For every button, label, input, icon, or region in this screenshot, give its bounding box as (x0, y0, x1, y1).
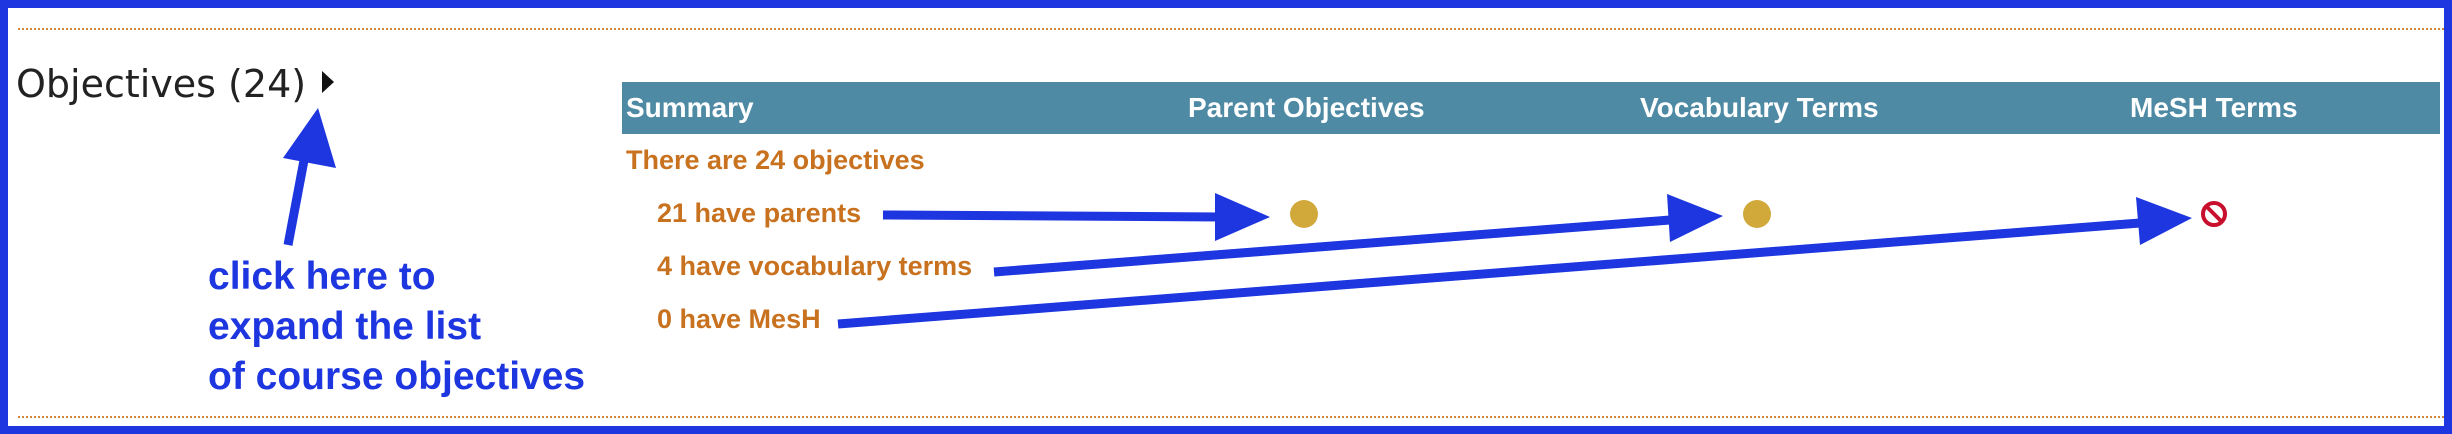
bottom-divider (18, 416, 2444, 418)
annotation-line-2: expand the list (208, 305, 482, 348)
annotation-callout: click here to expand the list of course … (208, 252, 585, 402)
vocab-status-dot-icon (1743, 200, 1771, 228)
prohibited-icon (2198, 198, 2230, 235)
arrow-head-parents (1215, 193, 1270, 241)
caret-right-icon[interactable] (320, 69, 336, 100)
summary-parents: 21 have parents (657, 198, 862, 228)
header-vocabulary-terms: Vocabulary Terms (1640, 92, 1879, 123)
summary-total: There are 24 objectives (626, 145, 925, 175)
arrow-head-vocabulary (1667, 194, 1723, 242)
objectives-expand-toggle[interactable]: Objectives (24) (16, 54, 336, 114)
annotation-line-1: click here to (208, 255, 436, 298)
summary-vocabulary: 4 have vocabulary terms (657, 251, 973, 281)
top-divider (18, 28, 2444, 30)
arrow-parents (882, 210, 1223, 222)
arrow-vocabulary (993, 215, 1671, 277)
arrow-head-toggle (283, 108, 336, 168)
objectives-title: Objectives (24) (16, 62, 307, 106)
annotation-line-3: of course objectives (208, 355, 586, 398)
arrow-mesh (837, 218, 2141, 329)
summary-mesh: 0 have MesH (657, 304, 821, 334)
header-mesh-terms: MeSH Terms (2130, 92, 2298, 123)
parent-status-dot-icon (1290, 200, 1318, 228)
header-parent-objectives: Parent Objectives (1188, 92, 1425, 123)
objectives-table-header: Summary Parent Objectives Vocabulary Ter… (622, 82, 2440, 134)
header-summary: Summary (626, 92, 754, 123)
arrow-to-toggle (283, 154, 310, 246)
arrow-head-mesh (2136, 197, 2192, 245)
